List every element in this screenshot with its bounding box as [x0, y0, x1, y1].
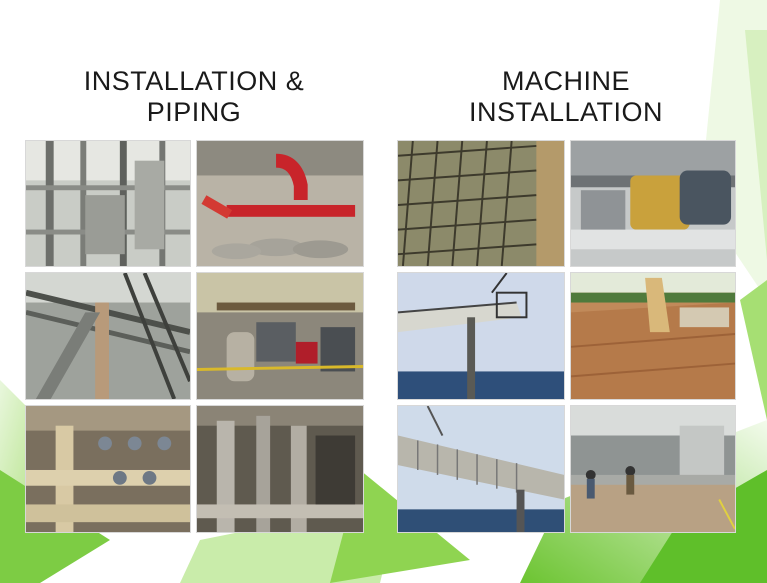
overhead-pipe-rack-stairs-photo: [25, 272, 191, 400]
red-pipe-fabrication-photo: [196, 140, 364, 267]
rusty-roof-conveyor-photo: [570, 272, 736, 400]
elevated-conveyor-tube-photo: [397, 405, 565, 533]
heading-line: PIPING: [146, 97, 242, 127]
heading-line: INSTALLATION: [468, 97, 664, 127]
machine-installation-heading: MACHINE INSTALLATION: [396, 66, 736, 128]
motor-conveyor-drive-photo: [570, 140, 736, 267]
plant-floor-equipment-photo: [196, 272, 364, 400]
heading-line: INSTALLATION &: [83, 66, 305, 96]
insulated-tank-piping-photo: [196, 405, 364, 533]
concrete-pour-workers-photo: [570, 405, 736, 533]
steel-frame-piping-structure-photo: [25, 140, 191, 267]
heading-line: MACHINE: [501, 66, 630, 96]
insulated-pipes-valves-photo: [25, 405, 191, 533]
installation-piping-heading: INSTALLATION & PIPING: [24, 66, 364, 128]
rebar-mesh-foundation-photo: [397, 140, 565, 267]
conveyor-gantry-sky-photo: [397, 272, 565, 400]
